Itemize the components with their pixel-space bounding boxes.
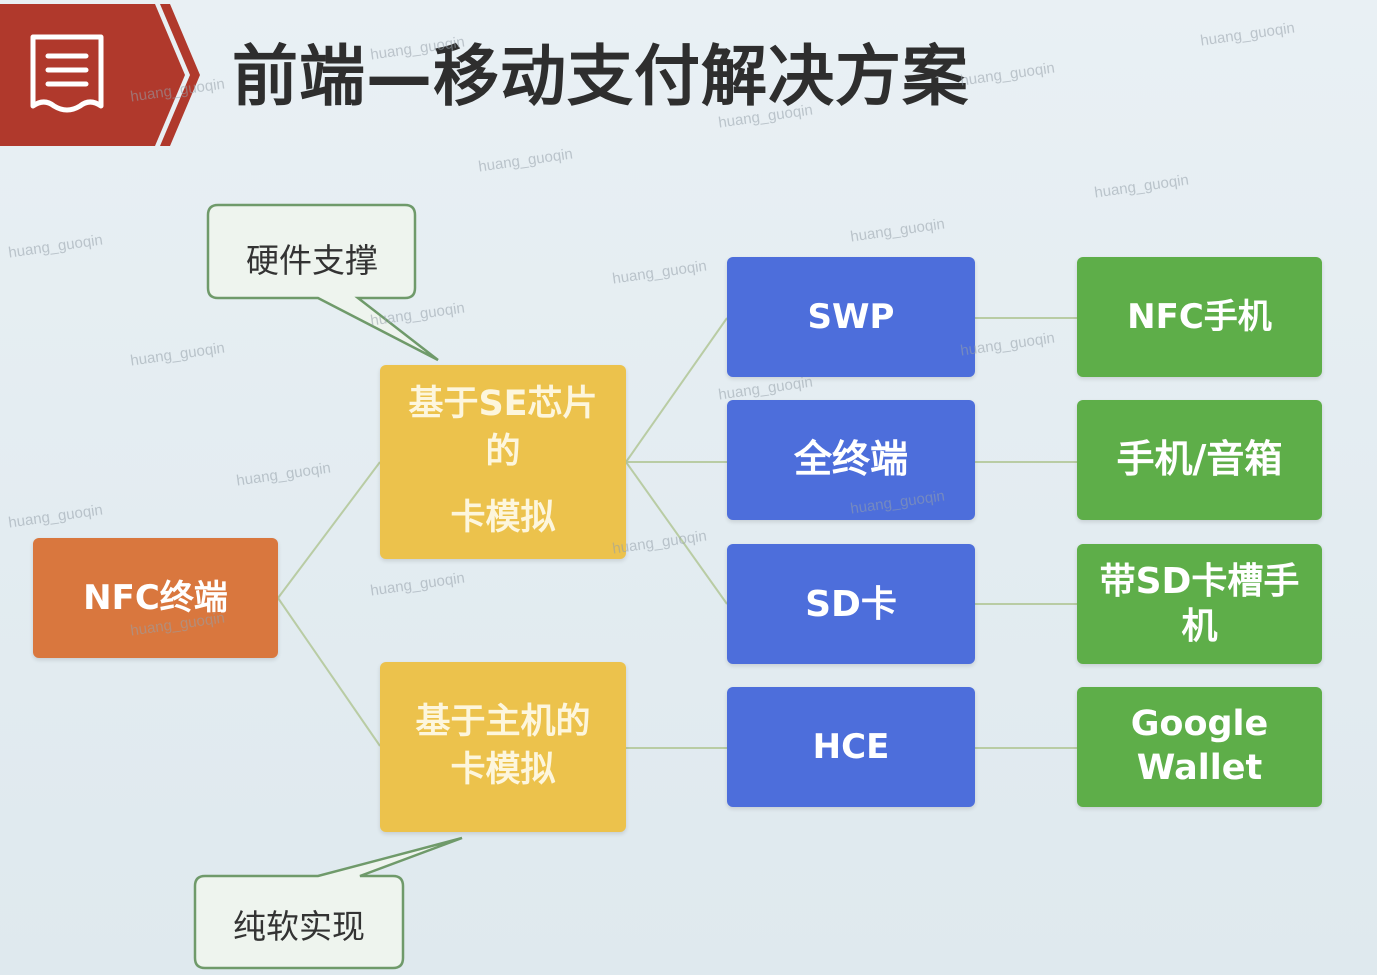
full-terminal-node: 全终端: [727, 400, 975, 520]
document-list-icon: [30, 34, 104, 113]
host-card-emulation-line-1: 基于主机的: [415, 702, 591, 743]
google-wallet-line-1: Google: [1130, 704, 1269, 745]
callout-software-bubble: [193, 836, 463, 970]
phone-speaker-node: 手机/音箱: [1077, 400, 1322, 520]
callout-hardware-bubble: [206, 203, 439, 362]
google-wallet-node: Google Wallet: [1077, 687, 1322, 807]
nfc-terminal-node: NFC终端: [33, 538, 278, 658]
se-card-emulation-line-3: 卡模拟: [450, 497, 556, 538]
callout-hardware-label: 硬件支撑: [246, 241, 378, 280]
se-card-emulation-line-2: 的: [485, 432, 521, 473]
callout-software-label: 纯软实现: [233, 907, 365, 946]
sd-slot-phone-line-2: 机: [1181, 606, 1218, 647]
page-title: 前端—移动支付解决方案: [232, 38, 969, 115]
nfc-phone-label: NFC手机: [1127, 296, 1272, 337]
hce-label: HCE: [812, 726, 890, 767]
host-card-emulation-node: 基于主机的 卡模拟: [380, 662, 626, 832]
sd-slot-phone-node: 带SD卡槽手 机: [1077, 544, 1322, 664]
swp-label: SWP: [807, 296, 895, 337]
se-card-emulation-line-1: 基于SE芯片: [408, 384, 598, 425]
hce-node: HCE: [727, 687, 975, 807]
google-wallet-line-2: Wallet: [1136, 748, 1263, 788]
phone-speaker-label: 手机/音箱: [1116, 437, 1283, 482]
nfc-phone-node: NFC手机: [1077, 257, 1322, 377]
sd-slot-phone-line-1: 带SD卡槽手: [1099, 561, 1300, 602]
host-card-emulation-line-2: 卡模拟: [450, 750, 556, 790]
swp-node: SWP: [727, 257, 975, 377]
full-terminal-label: 全终端: [793, 437, 908, 482]
sd-card-label: SD卡: [805, 583, 897, 625]
sd-card-node: SD卡: [727, 544, 975, 664]
nfc-terminal-label: NFC终端: [83, 577, 228, 618]
se-card-emulation-node: 基于SE芯片 的 卡模拟: [380, 365, 626, 559]
